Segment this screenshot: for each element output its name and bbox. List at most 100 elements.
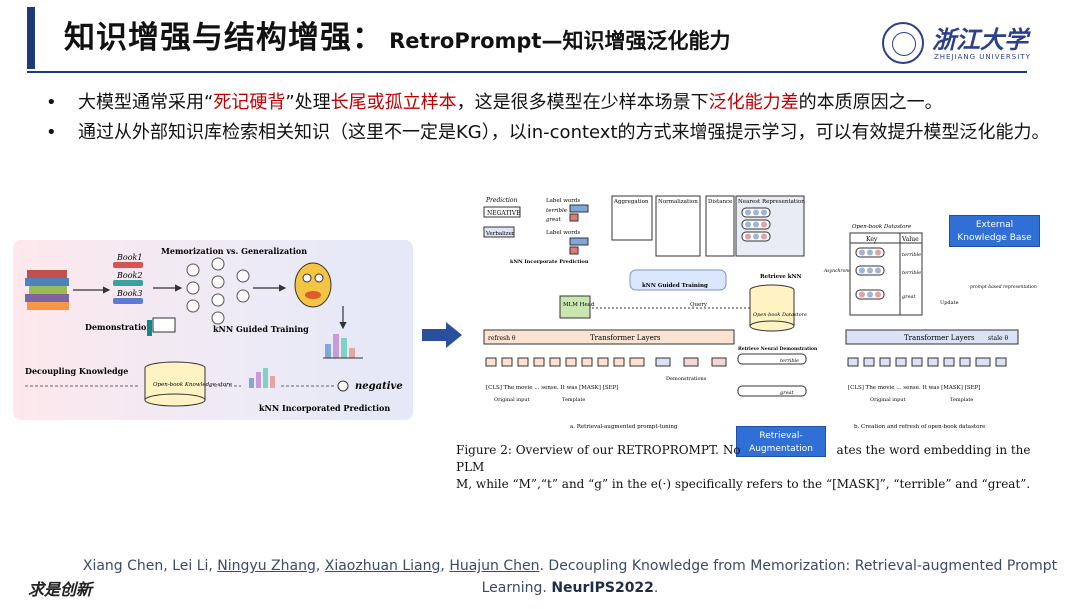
value-terrible-2: terrible	[902, 270, 921, 276]
demo-great: great	[780, 390, 795, 396]
retrieval-augmentation-callout: Retrieval-Augmentation	[736, 426, 826, 457]
knn-guided-training-label: kNN Guided Training	[213, 324, 309, 334]
bullet-marker: •	[46, 92, 57, 113]
stale-label: stale θ	[988, 335, 1008, 342]
architecture-diagram: Prediction NEGATIVE Verbalizer Label wor…	[483, 195, 1037, 430]
bullet-item: • 通过从外部知识库检索相关知识（这里不一定是KG），以in-context的方…	[40, 120, 1060, 146]
refresh-label: refresh θ	[488, 335, 516, 342]
value-terrible: terrible	[902, 252, 921, 258]
normalization-header: Normalization	[658, 199, 698, 205]
query-label: Query	[690, 302, 708, 308]
representation-dots-icon	[741, 207, 771, 242]
author: Xiang Chen	[82, 558, 164, 574]
book1-label: Book1	[116, 253, 142, 262]
negative-output-label: negative	[355, 381, 403, 392]
slide-title: 知识增强与结构增强： RetroPrompt—知识增强泛化能力	[64, 12, 730, 57]
aggregation-header: Aggregation	[613, 199, 649, 205]
value-header: Value	[901, 236, 919, 243]
open-book-store-label: Open-book Knowledge-store	[153, 382, 233, 388]
bullet-text: 的本质原因之一。	[798, 92, 943, 113]
mem-vs-gen-label: Memorization vs. Generalization	[161, 246, 307, 256]
transformer-layers-left: Transformer Layers	[590, 334, 661, 342]
terrible-label: terrible	[546, 208, 568, 214]
knn-incorporated-prediction-label: kNN Incorporated Prediction	[259, 403, 390, 413]
bullet-text: ，这是很多模型在少样本场景下	[456, 92, 709, 113]
negative-prediction-label: NEGATIVE	[487, 210, 521, 217]
highlight-text: 死记硬背	[213, 92, 286, 113]
datastore-label: Open-book Datastore	[753, 312, 807, 318]
subcaption-a: a. Retrieval-augmented prompt-tuning	[570, 424, 678, 430]
author: Ningyu Zhang	[217, 558, 316, 574]
university-logo: 浙江大学 ZHEJIANG UNIVERSITY	[882, 22, 1032, 66]
template-right: Template	[950, 397, 973, 403]
title-accent-bar	[27, 7, 35, 69]
knn-incorporate-prediction-label: kNN Incorporate Prediction	[510, 259, 589, 265]
bullet-item: • 大模型通常采用“死记硬背”处理长尾或孤立样本，这是很多模型在少样本场景下泛化…	[40, 90, 1060, 116]
caption-line1-end: ates the word embedding in the PLM	[456, 443, 1031, 474]
input-text-right: [CLS] The movie ... sense. It was [MASK]…	[848, 385, 980, 391]
citation: Xiang Chen, Lei Li, Ningyu Zhang, Xiaozh…	[82, 558, 1058, 596]
character-icon	[294, 262, 332, 308]
caption-line2: M, while “M”,“t” and “g” in the e(·) spe…	[456, 477, 1031, 491]
caption-line1-start: Figure 2: Overview of our RETROPROMPT. N…	[456, 443, 741, 457]
author: Huajun Chen	[449, 558, 540, 574]
bullet-text: 大模型通常采用“	[78, 92, 214, 113]
prompt-representation-label: prompt-based representation	[970, 284, 1037, 290]
right-arrow-icon	[422, 322, 462, 348]
author: Xiaozhuan Liang	[324, 558, 441, 574]
title-sub: RetroPrompt—知识增强泛化能力	[389, 29, 731, 53]
token-boxes-right	[847, 357, 1007, 367]
motto-signature: 求是创新	[28, 580, 93, 599]
paper-title: Decoupling Knowledge from Memorization: …	[481, 558, 1058, 596]
verbalizer-label: Verbalizer	[485, 231, 515, 237]
value-great: great	[902, 294, 917, 300]
knn-guided-training-label: kNN Guided Training	[642, 283, 708, 289]
original-input-right: Original input	[870, 397, 906, 403]
logo-chinese-name: 浙江大学	[932, 25, 1028, 54]
bar-chart-icon	[323, 334, 363, 359]
demonstration-label: Demonstration	[85, 322, 152, 332]
teacher-icon	[147, 317, 176, 336]
books-icon	[25, 270, 69, 310]
datastore-table-title: Open-book Datastore	[852, 224, 912, 230]
retrieve-neural-demonstration-label: Retrieve Neural Demonstration	[738, 346, 818, 352]
book-labels: Book1 Book2 Book3	[113, 253, 143, 304]
memorization-diagram: Book1 Book2 Book3 Memorization vs. Gener…	[25, 246, 403, 413]
bullet-text: ”处理	[285, 92, 331, 113]
retroprompt-architecture-figure: Prediction NEGATIVE Verbalizer Label wor…	[480, 190, 1040, 435]
datastore-icon	[144, 361, 206, 407]
datastore-key-dots-icon	[855, 247, 885, 300]
logo-english-name: ZHEJIANG UNIVERSITY	[934, 53, 1031, 61]
external-knowledge-base-callout: External Knowledge Base	[949, 215, 1040, 247]
author: Lei Li	[172, 558, 209, 574]
highlight-text: 泛化能力差	[708, 92, 799, 113]
distance-header: Distance	[708, 199, 732, 205]
datastore-cylinder-icon	[749, 284, 795, 332]
memorization-figure: Book1 Book2 Book3 Memorization vs. Gener…	[13, 240, 413, 420]
label-words-label-2: Label words	[546, 230, 580, 236]
template-left: Template	[562, 397, 585, 403]
demo-terrible: terrible	[780, 358, 799, 364]
mlm-head-label: MLM Head	[563, 302, 595, 308]
decoupling-knowledge-label: Decoupling Knowledge	[25, 366, 128, 376]
original-input-left: Original input	[494, 397, 530, 403]
nearest-representation-header: Nearest Representation	[738, 199, 805, 205]
transformer-layers-right: Transformer Layers	[904, 334, 975, 342]
title-divider	[27, 71, 1027, 73]
demonstrations-label: Demonstrations	[666, 376, 707, 382]
figure-caption: Figure 2: Overview of our RETROPROMPT. N…	[456, 442, 1056, 493]
label-words-label: Label words	[546, 198, 580, 204]
retrieve-knn-label: Retrieve kNN	[760, 274, 802, 280]
bullet-marker: •	[46, 122, 57, 143]
subcaption-b: b. Creation and refresh of open-book dat…	[854, 424, 985, 430]
book2-label: Book2	[116, 271, 142, 280]
update-label: Update	[940, 300, 959, 306]
key-header: Key	[866, 236, 878, 243]
input-text-left: [CLS] The movie ... sense. It was [MASK]…	[486, 385, 618, 391]
great-label: great	[546, 217, 562, 223]
token-boxes	[485, 357, 727, 367]
university-seal-icon	[882, 22, 924, 64]
venue: NeurIPS2022	[551, 580, 654, 596]
title-main: 知识增强与结构增强：	[64, 20, 384, 56]
book3-label: Book3	[116, 289, 142, 298]
